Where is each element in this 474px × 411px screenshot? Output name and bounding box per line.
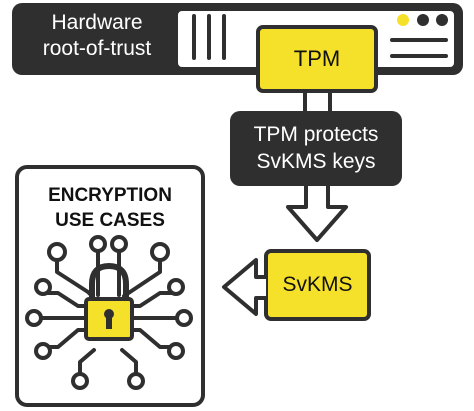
- use-cases-title-line2: USE CASES: [55, 210, 165, 231]
- server-label-line2: root-of-trust: [42, 37, 152, 60]
- svkms-label: SvKMS: [282, 273, 353, 296]
- use-cases-title: ENCRYPTION USE CASES: [17, 183, 203, 233]
- circuit-nodes: [25, 235, 193, 390]
- circuit-trace-icon: [36, 248, 182, 377]
- server-status-lights-icon: [397, 14, 448, 26]
- use-cases-title-line1: ENCRYPTION: [48, 185, 172, 206]
- tpm-label: TPM: [293, 46, 341, 71]
- drive-slots-icon: [192, 14, 226, 60]
- server-label: Hardware root-of-trust: [22, 10, 172, 62]
- arrow-left-icon: [222, 258, 266, 316]
- arrow-down-icon: [286, 186, 348, 242]
- callout-box: [230, 111, 402, 186]
- server-box: [12, 3, 463, 75]
- tpm-chip: [256, 25, 378, 93]
- callout-line1: TPM protects: [253, 123, 379, 146]
- lock-icon: [84, 262, 134, 341]
- tpm-connector: [303, 90, 332, 112]
- callout-line2: SvKMS keys: [256, 150, 376, 173]
- callout-text: TPM protects SvKMS keys: [230, 121, 402, 175]
- server-label-line1: Hardware: [51, 11, 143, 34]
- server-vent-lines: [390, 38, 448, 58]
